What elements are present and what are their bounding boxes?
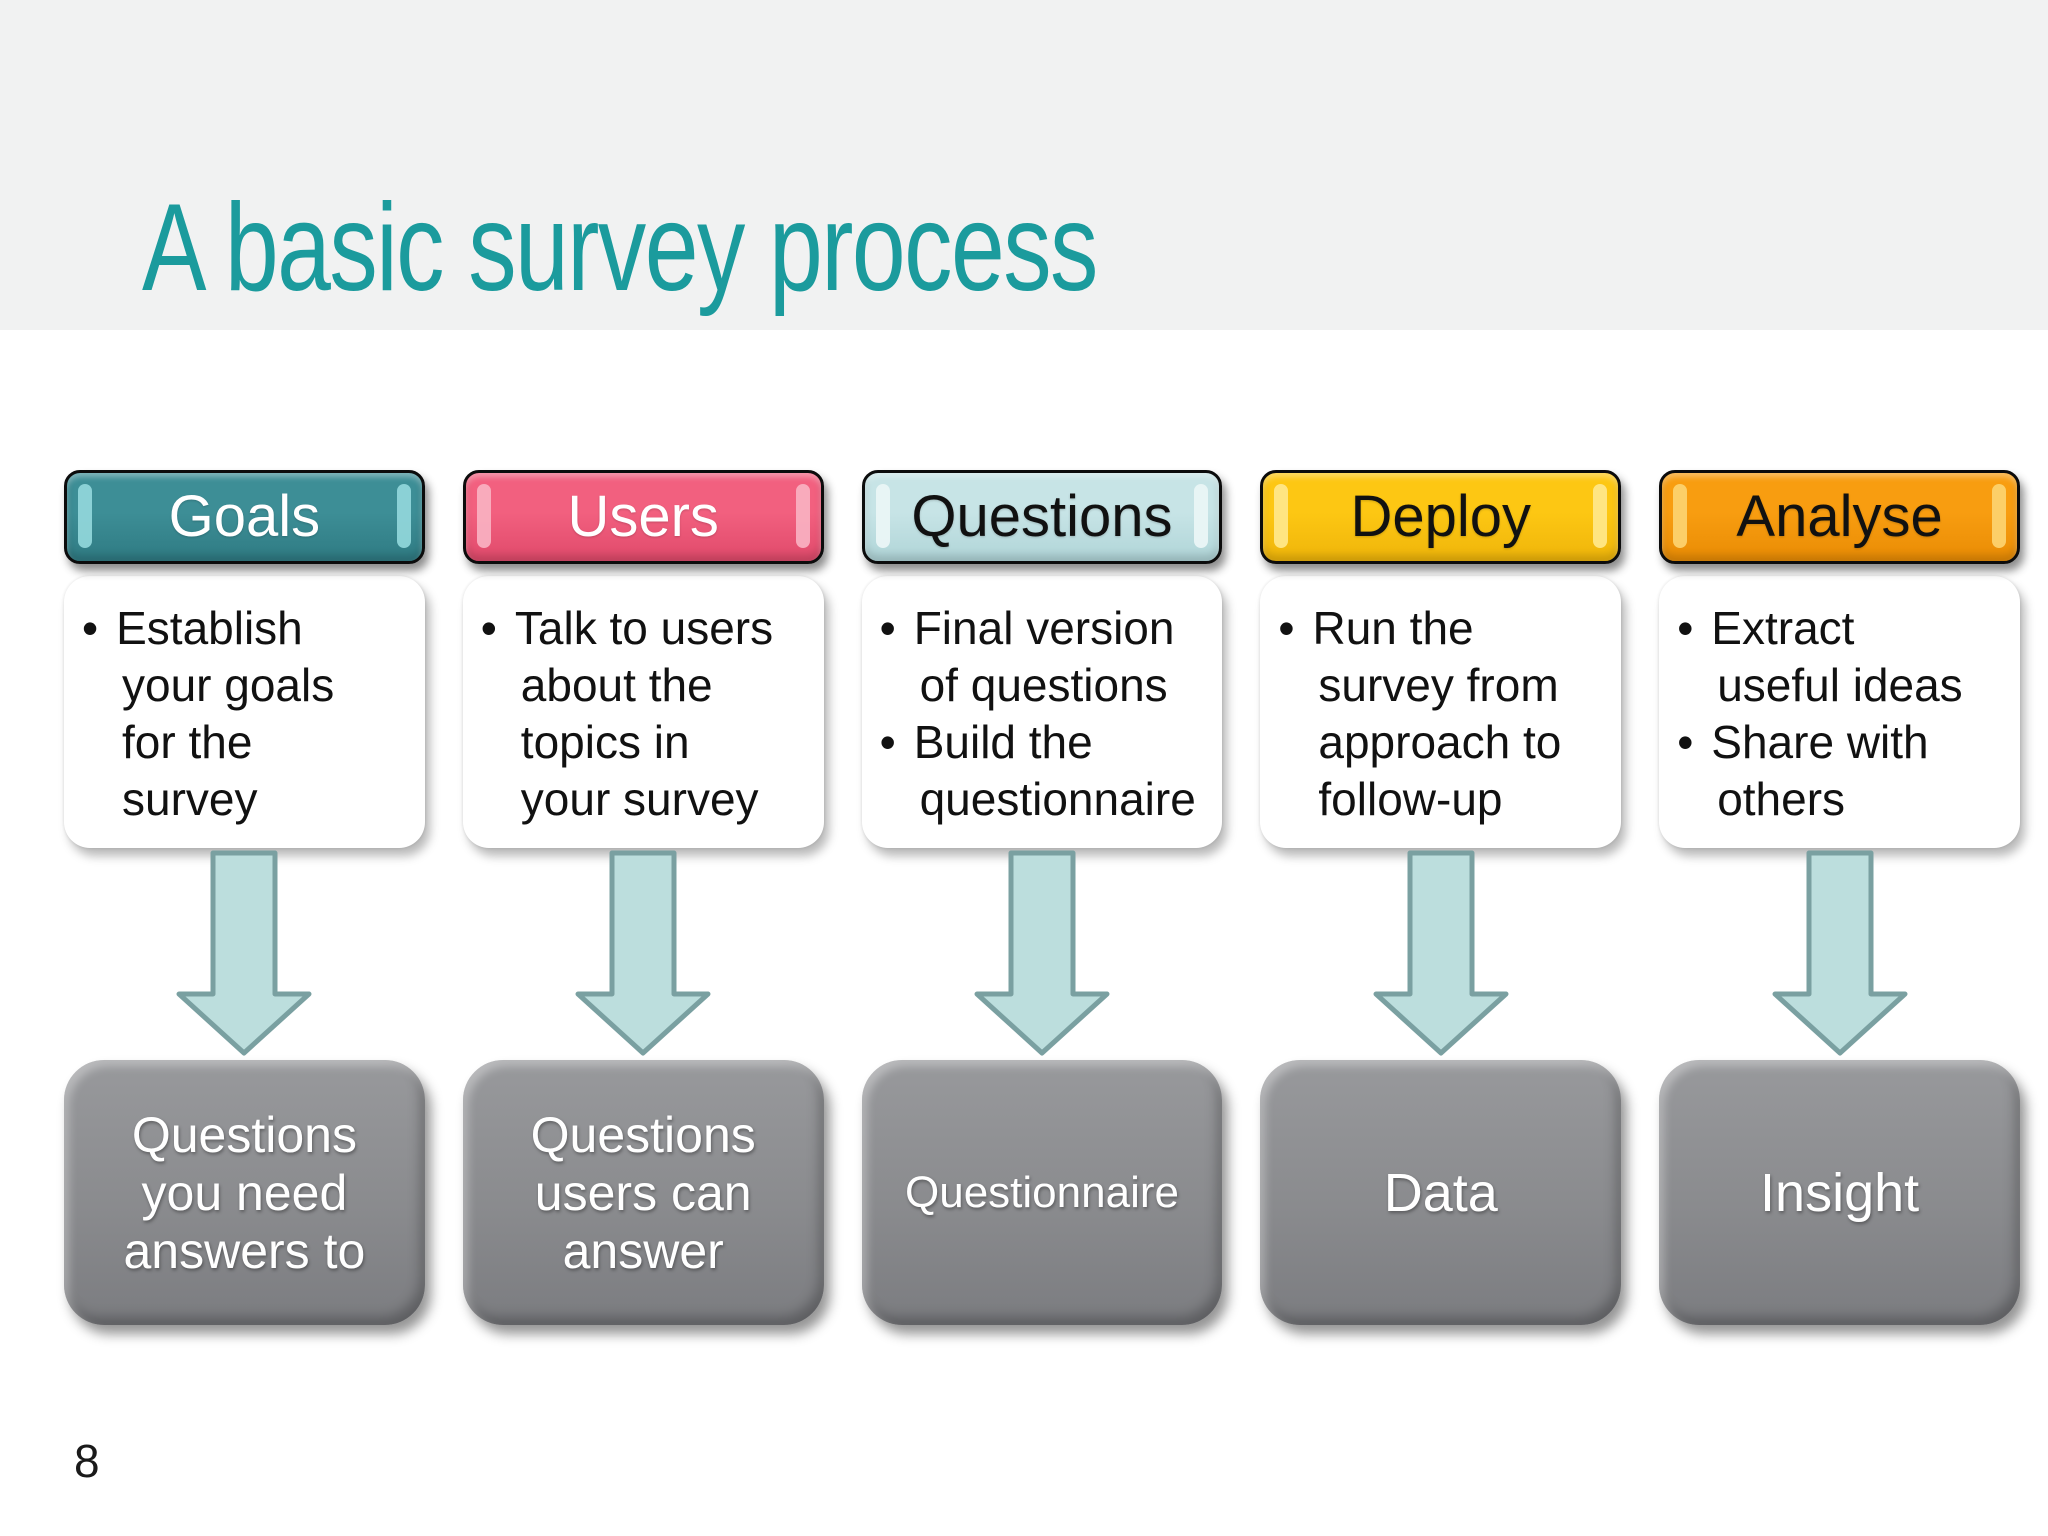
result-label: Questions you need answers to — [123, 1106, 366, 1279]
title-band — [0, 0, 2048, 330]
down-arrow-icon — [1373, 850, 1509, 1056]
stage-header-pill: Deploy — [1260, 470, 1622, 564]
stage-column-analyse: Analyse Extract useful ideas Share with … — [1659, 470, 2020, 1325]
result-label: Data — [1383, 1162, 1498, 1223]
stage-header-pill: Goals — [64, 470, 425, 564]
bullet-item: Final version of questions — [880, 600, 1213, 714]
bullet-item: Share with others — [1677, 714, 2010, 828]
result-box: Insight — [1659, 1060, 2020, 1325]
down-arrow-icon — [974, 850, 1110, 1056]
stage-bullet-card: Run the survey from approach to follow-u… — [1260, 576, 1622, 848]
stage-header-label: Questions — [911, 484, 1173, 549]
stage-header-pill: Users — [462, 470, 824, 564]
page-number: 8 — [74, 1435, 100, 1487]
result-label: Insight — [1760, 1162, 1920, 1223]
down-arrow-icon — [176, 850, 312, 1056]
stage-column-users: Users Talk to users about the topics in … — [462, 470, 824, 1325]
bullet-list: Final version of questions Build the que… — [880, 600, 1213, 828]
result-box: Questions users can answer — [462, 1060, 824, 1325]
result-label: Questionnaire — [905, 1167, 1179, 1217]
bullet-list: Establish your goals for the survey — [82, 600, 415, 828]
stage-bullet-card: Extract useful ideas Share with others — [1659, 576, 2020, 848]
bullet-list: Run the survey from approach to follow-u… — [1278, 600, 1611, 828]
stage-header-pill: Analyse — [1659, 470, 2020, 564]
stage-bullet-card: Talk to users about the topics in your s… — [462, 576, 824, 848]
down-arrow-icon — [1772, 850, 1908, 1056]
arrow-container — [64, 850, 425, 1060]
bullet-list: Extract useful ideas Share with others — [1677, 600, 2010, 828]
result-box: Questionnaire — [861, 1060, 1223, 1325]
stage-header-label: Goals — [168, 484, 321, 549]
arrow-container — [1260, 850, 1621, 1060]
result-box: Questions you need answers to — [64, 1060, 425, 1325]
result-box: Data — [1260, 1060, 1622, 1325]
bullet-item: Establish your goals for the survey — [82, 600, 415, 828]
stage-bullet-card: Establish your goals for the survey — [64, 576, 425, 848]
stage-column-goals: Goals Establish your goals for the surve… — [64, 470, 425, 1325]
arrow-container — [463, 850, 824, 1060]
down-arrow-icon — [575, 850, 711, 1056]
bullet-item: Run the survey from approach to follow-u… — [1278, 600, 1611, 828]
arrow-container — [862, 850, 1223, 1060]
stage-column-questions: Questions Final version of questions Bui… — [861, 470, 1223, 1325]
stage-bullet-card: Final version of questions Build the que… — [861, 576, 1223, 848]
bullet-item: Talk to users about the topics in your s… — [481, 600, 814, 828]
bullet-list: Talk to users about the topics in your s… — [481, 600, 814, 828]
bullet-item: Extract useful ideas — [1677, 600, 2010, 714]
slide-title: A basic survey process — [142, 179, 1098, 317]
arrow-container — [1659, 850, 2020, 1060]
result-label: Questions users can answer — [530, 1106, 756, 1279]
stage-header-label: Analyse — [1736, 484, 1943, 549]
stage-column-deploy: Deploy Run the survey from approach to f… — [1260, 470, 1622, 1325]
bullet-item: Build the questionnaire — [880, 714, 1213, 828]
stage-header-pill: Questions — [861, 470, 1223, 564]
stage-header-label: Deploy — [1350, 484, 1532, 549]
stage-header-label: Users — [567, 484, 719, 549]
process-diagram: Goals Establish your goals for the surve… — [0, 470, 2048, 1325]
